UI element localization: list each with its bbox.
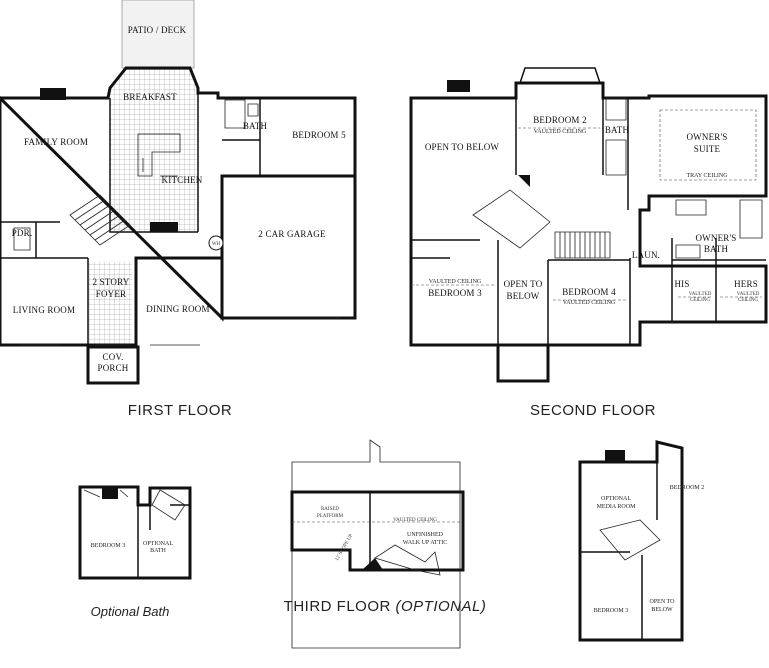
foyer-tile-floor — [88, 262, 132, 347]
label-wh: WH — [212, 242, 221, 247]
label-breakfast: BREAKFAST — [123, 92, 177, 102]
label-pdr: PDR. — [12, 228, 33, 238]
label-media-open-1: OPEN TO — [650, 599, 676, 605]
media-option-plan — [578, 440, 684, 642]
label-opt-bath-2: BATH — [150, 548, 166, 554]
optional-bath-details — [83, 489, 186, 521]
optional-bath-caption: Optional Bath — [91, 604, 170, 619]
second-floor-plan — [409, 67, 768, 383]
stair-void-3 — [362, 558, 383, 570]
third-floor-caption: THIRD FLOOR (OPTIONAL) — [284, 598, 487, 615]
optional-bath-plan — [78, 485, 192, 580]
label-vaulted-his-2: CEILING — [690, 298, 710, 303]
label-bedroom-2: BEDROOM 2 — [533, 115, 587, 125]
attic-stairs — [374, 544, 441, 576]
stair-void-1 — [150, 222, 178, 232]
second-floor-landing — [472, 189, 551, 249]
second-floor-caption: SECOND FLOOR — [530, 402, 656, 419]
label-porch-1: COV. — [103, 352, 124, 362]
fireplace-1 — [40, 88, 66, 100]
label-attic-2: WALK UP ATTIC — [403, 540, 447, 546]
label-owners-bath-1: OWNER'S — [695, 233, 736, 243]
first-floor-partitions — [0, 88, 261, 345]
first-floor-windows — [0, 120, 340, 346]
second-floor-stairs — [554, 231, 611, 259]
vaulted-lines — [411, 127, 762, 301]
label-patio-deck: PATIO / DECK — [128, 25, 187, 35]
kitchen-island — [137, 133, 181, 177]
label-media-2: MEDIA ROOM — [597, 504, 637, 510]
label-foyer-1: 2 STORY — [93, 277, 130, 287]
label-foyer-2: FOYER — [96, 289, 127, 299]
label-his: HIS — [674, 279, 689, 289]
label-media-bedroom-2: BEDROOM 2 — [670, 485, 705, 491]
bay-window — [518, 67, 602, 84]
label-tray-ceiling: TRAY CEILING — [686, 173, 728, 179]
label-garage: 2 CAR GARAGE — [258, 229, 326, 239]
second-floor-partitions — [411, 83, 766, 345]
kitchen-tile-floor — [110, 68, 198, 232]
media-option-partitions — [580, 462, 658, 640]
label-raised-1: RAISED — [321, 507, 339, 512]
label-vaulted-bedroom-2: VAULTED CEILING — [534, 129, 587, 135]
third-floor-roof-outline — [291, 439, 461, 649]
label-vaulted-bedroom-4: VAULTED CEILING — [563, 300, 616, 306]
fireplace-2 — [447, 80, 470, 92]
label-bedroom-3: BEDROOM 3 — [428, 288, 482, 298]
second-floor-fixtures — [605, 97, 763, 259]
label-open-to-below-2b: BELOW — [507, 291, 540, 301]
label-opt-bedroom-3: BEDROOM 3 — [91, 543, 126, 549]
label-bedroom-4: BEDROOM 4 — [562, 287, 616, 297]
label-porch-2: PORCH — [97, 363, 128, 373]
optional-bath-walls — [78, 485, 192, 580]
label-media-bedroom-3: BEDROOM 3 — [594, 608, 629, 614]
label-owners-bath-2: BATH — [704, 244, 729, 254]
patio-deck — [121, 0, 195, 69]
label-laundry: LAUN. — [632, 250, 660, 260]
label-family-room: FAMILY ROOM — [24, 137, 88, 147]
label-hers: HERS — [734, 279, 758, 289]
stair-void-2 — [518, 175, 530, 187]
label-bath-2: BATH — [605, 125, 630, 135]
third-floor-plan — [290, 439, 465, 649]
label-open-to-below-2a: OPEN TO — [504, 279, 543, 289]
label-vaulted-bedroom-3: VAULTED CEILING — [429, 279, 482, 285]
label-dining-room: DINING ROOM — [146, 304, 209, 314]
label-owners-suite-1: OWNER'S — [686, 132, 727, 142]
tray-ceiling-outline — [659, 109, 757, 181]
media-option-landing — [599, 519, 661, 561]
label-living-room: LIVING ROOM — [13, 305, 75, 315]
first-floor-stairs — [69, 194, 131, 246]
label-vaulted-his-1: VAULTED — [689, 292, 712, 297]
first-floor-caption: FIRST FLOOR — [128, 402, 232, 419]
fireplace-3 — [102, 487, 118, 499]
label-owners-suite-2: SUITE — [694, 144, 721, 154]
label-kitchen: KITCHEN — [162, 175, 203, 185]
label-opt-bath-1: OPTIONAL — [143, 541, 173, 547]
label-third-vaulted: VAULTED CEILING — [393, 518, 437, 523]
label-open-to-below-1: OPEN TO BELOW — [425, 142, 500, 152]
label-attic-1: UNFINISHED — [407, 532, 444, 538]
label-media-open-2: BELOW — [651, 607, 673, 613]
porch-outline — [86, 345, 140, 385]
label-bath-1: BATH — [243, 121, 268, 131]
third-floor-walls — [290, 490, 465, 572]
water-heater-icon — [208, 235, 224, 251]
label-raised-2: PLATFORM — [317, 514, 344, 519]
first-floor-plan — [0, 0, 357, 385]
optional-bath-partitions — [137, 504, 190, 578]
first-floor-fixtures — [13, 99, 259, 251]
label-vaulted-hers-2: CEILING — [738, 298, 758, 303]
label-media-1: OPTIONAL — [601, 496, 631, 502]
fireplace-4 — [605, 450, 625, 462]
open-below-bay — [496, 343, 550, 383]
label-bedroom-5: BEDROOM 5 — [292, 130, 346, 140]
label-vaulted-hers-1: VAULTED — [737, 292, 760, 297]
